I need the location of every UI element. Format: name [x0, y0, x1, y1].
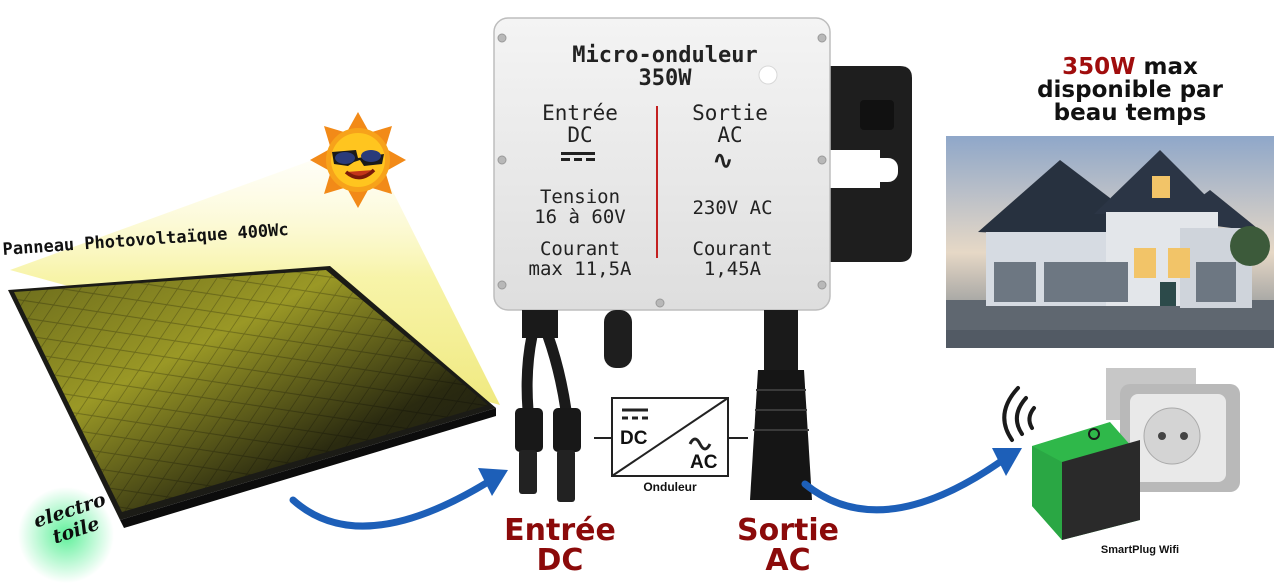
solar-panel	[8, 266, 496, 528]
output-current-line1: Courant	[692, 238, 773, 260]
inverter-schematic	[594, 397, 748, 477]
micro-inverter	[493, 17, 912, 311]
flow-arrows	[289, 458, 1004, 530]
inverter-title: Micro-onduleur 350W	[540, 44, 790, 90]
output-current-line2: 1,45A	[703, 257, 762, 280]
dc-icon	[561, 152, 596, 164]
input-voltage-line2: 16 à 60V	[534, 205, 626, 228]
input-heading: Entrée DC	[520, 102, 640, 146]
mc4-connector-left	[515, 408, 543, 494]
ac-output-connector	[750, 310, 812, 500]
arrow-inverter-to-plug	[801, 458, 1004, 514]
inverter-title-line1: Micro-onduleur	[572, 43, 758, 68]
schematic-ac-label: AC	[690, 452, 718, 473]
input-voltage: Tension 16 à 60V	[510, 186, 650, 228]
input-current-line2: max 11,5A	[528, 257, 632, 280]
house-line3: beau temps	[1053, 100, 1207, 126]
arrow-head-right	[992, 448, 1022, 476]
house-caption: 350W max disponible par beau temps	[1010, 56, 1250, 125]
ac-icon: ∿	[712, 146, 734, 176]
input-voltage-line1: Tension	[539, 186, 621, 208]
arrow-head-left	[478, 468, 508, 496]
input-connector-line1: Entrée	[504, 513, 616, 548]
input-current: Courant max 11,5A	[510, 238, 650, 280]
inverter-title-line2: 350W	[638, 66, 692, 92]
wifi-icon	[1002, 386, 1036, 442]
output-connector-line1: Sortie	[737, 513, 839, 548]
input-current-line1: Courant	[539, 238, 621, 260]
arrow-panel-to-inverter	[289, 478, 492, 530]
output-current: Courant 1,45A	[665, 238, 800, 280]
input-heading-line1: Entrée	[542, 101, 618, 125]
input-heading-line2: DC	[567, 123, 593, 148]
ac-symbol-icon	[688, 437, 712, 451]
house-line2: disponible par	[1037, 77, 1223, 103]
house-power: 350W	[1062, 54, 1136, 80]
output-connector-line2: AC	[765, 543, 811, 578]
mc4-connector-right	[553, 408, 581, 502]
schematic-caption: Onduleur	[643, 480, 697, 494]
output-connector-label: Sortie AC	[718, 516, 858, 576]
logo-glow	[18, 487, 114, 583]
output-heading-line1: Sortie	[692, 101, 768, 125]
dc-symbol-icon	[622, 408, 648, 420]
wall-socket	[1106, 368, 1240, 492]
schematic-dc-label: DC	[620, 428, 648, 449]
smartplug-label: SmartPlug Wifi	[1100, 544, 1180, 556]
house-line1-rest: max	[1135, 54, 1198, 80]
output-heading: Sortie AC	[670, 102, 790, 146]
input-connector-label: Entrée DC	[490, 516, 630, 576]
output-heading-line2: AC	[717, 123, 743, 148]
output-voltage: 230V AC	[692, 197, 773, 219]
house-photo	[946, 136, 1274, 348]
smartplug-device	[1032, 422, 1140, 540]
input-connector-line2: DC	[536, 543, 584, 578]
input-cables	[521, 310, 632, 411]
sun-icon	[310, 112, 406, 208]
